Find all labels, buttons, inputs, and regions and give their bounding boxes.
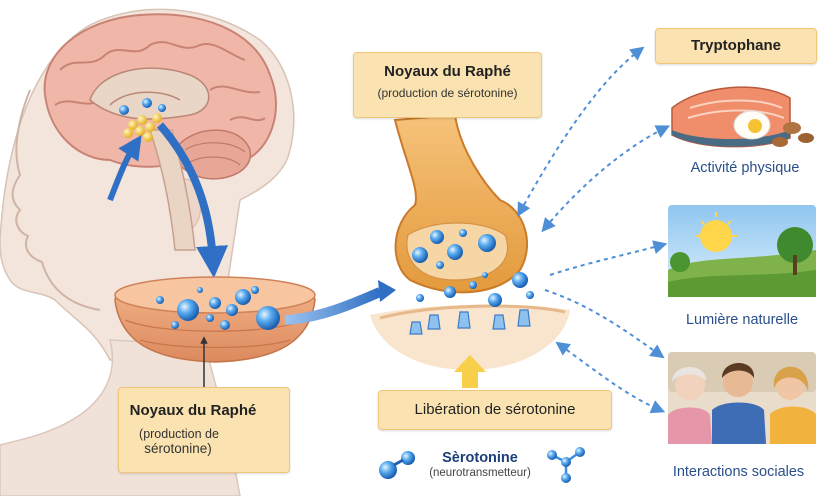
light-caption: Lumière naturelle <box>662 312 821 328</box>
social-caption: Interactions sociales <box>656 464 821 480</box>
neuron-raphe-title: Noyaux du Raphé <box>354 63 541 80</box>
release-label-text: Libération de sérotonine <box>415 401 576 418</box>
serotonin-legend-title: Sèrotonine <box>400 450 560 466</box>
release-label: Libération de sérotonine <box>378 390 612 430</box>
neuron-terminal <box>395 115 527 292</box>
social-interactions-photo <box>668 352 816 444</box>
brain-raphe-sub1: (production de <box>69 427 289 441</box>
activity-caption: Activité physique <box>665 160 821 176</box>
tryptophane-label: Tryptophane <box>655 28 817 64</box>
tryptophane-label-text: Tryptophane <box>691 37 781 54</box>
brain-raphe-sub2: sérotonine) <box>67 441 289 456</box>
tryptophane-food-illustration <box>672 87 814 147</box>
natural-light-photo <box>668 205 816 297</box>
neuron-raphe-label: Noyaux du Raphé (production de sérotonin… <box>353 52 542 118</box>
serotonin-legend-sub: (neurotransmetteur) <box>400 467 560 479</box>
brain-raphe-title: Noyaux du Raphé <box>97 402 289 419</box>
serotonin-legend: Sèrotonine (neurotransmetteur) <box>400 450 560 479</box>
neuron-raphe-sub: (production de sérotonine) <box>354 86 541 100</box>
brain-raphe-label: Noyaux du Raphé (production de sérotonin… <box>118 387 290 473</box>
